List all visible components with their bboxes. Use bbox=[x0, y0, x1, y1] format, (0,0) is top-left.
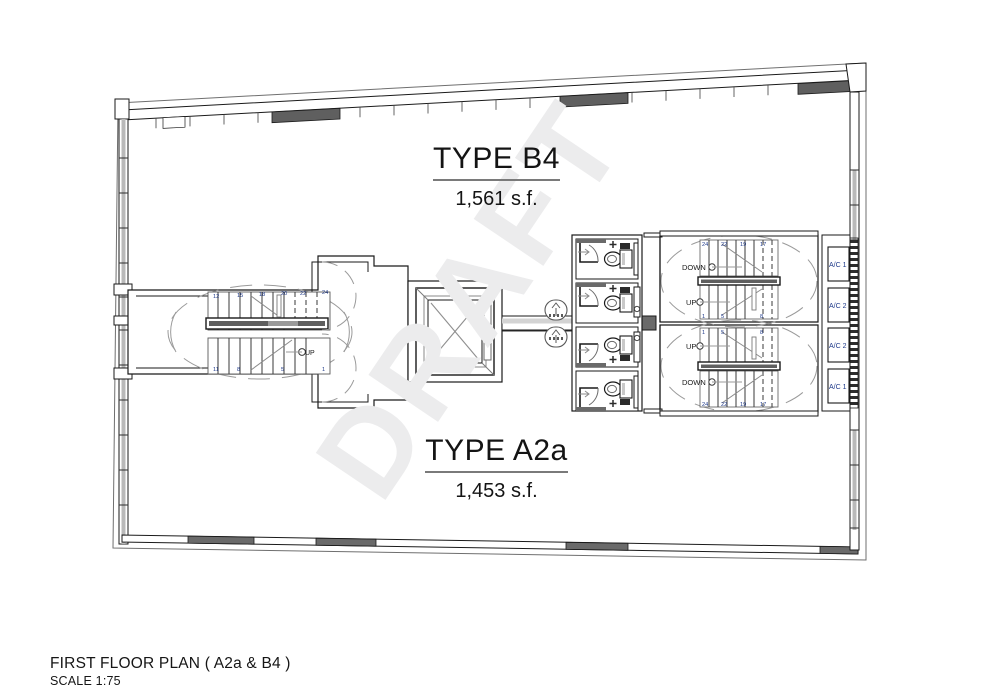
svg-text:24: 24 bbox=[322, 290, 328, 296]
svg-text:1: 1 bbox=[702, 330, 705, 336]
wc-2 bbox=[575, 282, 641, 324]
svg-text:UP: UP bbox=[305, 350, 315, 357]
right-curtain-wall bbox=[845, 62, 867, 551]
left-stair bbox=[167, 284, 353, 380]
unit-label-b4: TYPE B4 1,561 s.f. bbox=[0, 142, 993, 211]
ac-unit-1-upper bbox=[827, 246, 850, 282]
unit-a2a-name: TYPE A2a bbox=[425, 434, 568, 473]
lobby-door-swings bbox=[321, 261, 357, 403]
svg-text:A/C 2: A/C 2 bbox=[829, 303, 847, 310]
svg-text:8: 8 bbox=[760, 330, 763, 336]
wc-3 bbox=[575, 326, 641, 368]
right-stair-lower: UP DOWN 1 5 8 24 22 19 17 bbox=[660, 319, 818, 413]
svg-text:1: 1 bbox=[702, 314, 705, 320]
stair-hall-top-wall bbox=[659, 230, 819, 417]
svg-text:1: 1 bbox=[322, 367, 325, 373]
svg-text:5: 5 bbox=[281, 367, 284, 373]
unit-b4-area: 1,561 s.f. bbox=[455, 188, 538, 210]
top-curtain-wall bbox=[114, 69, 861, 129]
svg-text:8: 8 bbox=[237, 367, 240, 373]
wc-4 bbox=[575, 370, 639, 412]
lift-shaft bbox=[407, 280, 503, 383]
svg-text:24: 24 bbox=[702, 402, 708, 408]
svg-text:17: 17 bbox=[760, 402, 766, 408]
riser-symbols bbox=[544, 299, 568, 348]
svg-text:UP: UP bbox=[686, 342, 696, 351]
svg-text:11: 11 bbox=[213, 367, 219, 373]
interior-partitions bbox=[127, 232, 663, 414]
wc-1 bbox=[575, 238, 639, 280]
svg-text:22: 22 bbox=[721, 402, 727, 408]
unit-b4-name: TYPE B4 bbox=[433, 142, 560, 181]
ac-ledge-zone bbox=[821, 234, 851, 412]
svg-text:5: 5 bbox=[721, 330, 724, 336]
svg-text:22: 22 bbox=[300, 291, 306, 297]
svg-text:A/C 1: A/C 1 bbox=[829, 262, 847, 269]
ac-unit-1-lower bbox=[827, 368, 850, 404]
svg-text:UP: UP bbox=[686, 298, 696, 307]
svg-text:17: 17 bbox=[760, 242, 766, 248]
svg-text:DOWN: DOWN bbox=[682, 263, 706, 272]
left-stair-tread-numbers: 12 15 18 20 22 24 11 8 5 1 bbox=[213, 290, 328, 373]
svg-text:12: 12 bbox=[213, 294, 219, 300]
ac-unit-2-lower bbox=[827, 327, 850, 363]
caption-scale: SCALE 1:75 bbox=[50, 674, 121, 688]
svg-text:20: 20 bbox=[281, 291, 287, 297]
svg-text:A/C 1: A/C 1 bbox=[829, 384, 847, 391]
svg-text:24: 24 bbox=[702, 242, 708, 248]
unit-a2a-area: 1,453 s.f. bbox=[455, 480, 538, 502]
svg-text:A/C 2: A/C 2 bbox=[829, 343, 847, 350]
svg-text:15: 15 bbox=[237, 293, 243, 299]
drawing-caption: FIRST FLOOR PLAN ( A2a & B4 ) SCALE 1:75 bbox=[50, 655, 291, 689]
ac-ledge-labels: A/C 1 A/C 2 A/C 2 A/C 1 bbox=[829, 262, 847, 391]
svg-text:8: 8 bbox=[760, 314, 763, 320]
svg-text:19: 19 bbox=[740, 402, 746, 408]
svg-text:5: 5 bbox=[721, 314, 724, 320]
svg-text:18: 18 bbox=[259, 292, 265, 298]
caption-title: FIRST FLOOR PLAN ( A2a & B4 ) bbox=[50, 655, 291, 672]
left-stair-up-label: UP bbox=[305, 350, 315, 357]
wc-block bbox=[571, 234, 643, 412]
core-lobby-walls bbox=[127, 255, 409, 409]
bottom-wall bbox=[121, 534, 859, 555]
svg-text:DOWN: DOWN bbox=[682, 378, 706, 387]
svg-text:19: 19 bbox=[740, 242, 746, 248]
unit-label-a2a: TYPE A2a 1,453 s.f. bbox=[0, 434, 993, 503]
ac-unit-2-upper bbox=[827, 287, 850, 323]
svg-text:22: 22 bbox=[721, 242, 727, 248]
